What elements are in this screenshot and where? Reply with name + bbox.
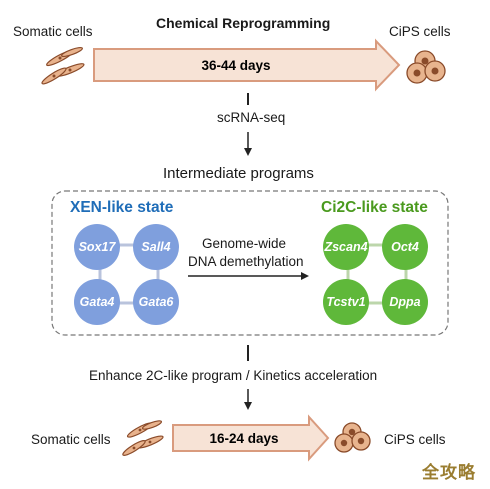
gene-node-gata4: Gata4 <box>74 279 120 325</box>
xen-state-title: XEN-like state <box>70 199 174 216</box>
intermediate-title: Intermediate programs <box>163 165 314 182</box>
svg-text:Dppa: Dppa <box>389 295 420 309</box>
svg-text:Sox17: Sox17 <box>79 240 117 254</box>
ci2c-state-title: Ci2C-like state <box>321 199 428 216</box>
transition-line2: DNA demethylation <box>188 254 304 269</box>
bottom-somatic-label: Somatic cells <box>31 432 111 447</box>
watermark-text: 全攻略 <box>422 463 476 482</box>
top-cips-cells-icon <box>406 50 446 84</box>
top-duration-label: 36-44 days <box>201 58 270 73</box>
method-label: scRNA-seq <box>217 110 286 125</box>
bottom-process-arrow <box>172 414 330 462</box>
top-cips-label: CiPS cells <box>389 24 451 39</box>
enhancement-label: Enhance 2C-like program / Kinetics accel… <box>89 368 378 383</box>
gene-node-gata6: Gata6 <box>133 279 179 325</box>
gene-node-tcstv1: Tcstv1 <box>323 279 369 325</box>
top-process-arrow <box>93 38 401 92</box>
gene-node-oct4: Oct4 <box>382 224 428 270</box>
bottom-somatic-cells-icon <box>122 420 164 456</box>
gene-node-zscan4: Zscan4 <box>323 224 369 270</box>
top-somatic-cells-icon <box>41 46 85 85</box>
intermediate-dashed-box <box>51 190 449 336</box>
bottom-cips-cells-icon <box>334 422 371 453</box>
svg-text:Gata6: Gata6 <box>139 295 175 309</box>
gene-node-dppa: Dppa <box>382 279 428 325</box>
bottom-duration-label: 16-24 days <box>209 431 278 446</box>
top-somatic-label: Somatic cells <box>13 24 93 39</box>
svg-text:Oct4: Oct4 <box>391 240 419 254</box>
ci2c-node-cluster: Zscan4 Oct4 Tcstv1 Dppa <box>323 224 428 325</box>
svg-text:Zscan4: Zscan4 <box>323 240 367 254</box>
bottom-cips-label: CiPS cells <box>384 432 446 447</box>
svg-text:Gata4: Gata4 <box>80 295 115 309</box>
svg-text:Sall4: Sall4 <box>141 240 170 254</box>
svg-text:Tcstv1: Tcstv1 <box>326 295 365 309</box>
gene-node-sox17: Sox17 <box>74 224 120 270</box>
diagram-title: Chemical Reprogramming <box>156 15 331 31</box>
transition-line1: Genome-wide <box>202 236 287 251</box>
gene-node-sall4: Sall4 <box>133 224 179 270</box>
xen-node-cluster: Sox17 Sall4 Gata4 Gata6 <box>74 224 179 325</box>
